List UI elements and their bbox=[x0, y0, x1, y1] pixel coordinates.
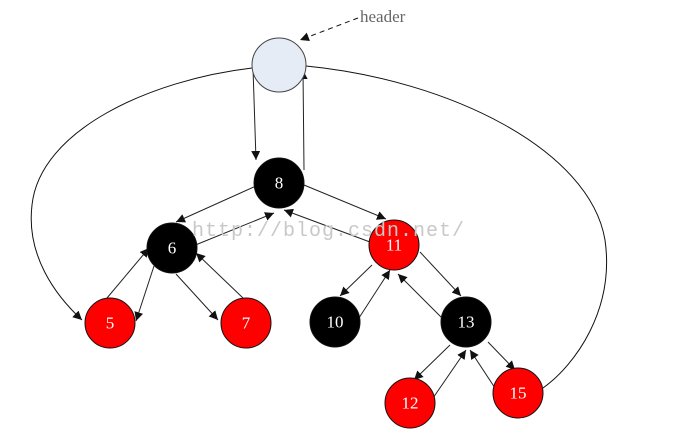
node-12: 12 bbox=[384, 377, 436, 429]
node-7: 7 bbox=[220, 297, 272, 349]
svg-text:15: 15 bbox=[510, 384, 527, 403]
node-15: 15 bbox=[492, 367, 544, 419]
svg-text:7: 7 bbox=[242, 314, 251, 333]
edge-13-to-11 bbox=[397, 273, 446, 322]
watermark-center: http://blog.csdn.net/ bbox=[192, 220, 465, 243]
node-13: 13 bbox=[440, 296, 492, 348]
edge-header-to-root bbox=[251, 67, 261, 161]
edge-13-to-12 bbox=[413, 344, 451, 381]
edge-11-to-10 bbox=[339, 264, 373, 297]
node-11: 11 bbox=[368, 219, 420, 271]
svg-text:13: 13 bbox=[458, 313, 475, 332]
svg-text:6: 6 bbox=[168, 239, 177, 258]
edge-10-to-11 bbox=[356, 269, 391, 322]
edge-11-to-13 bbox=[419, 251, 462, 297]
node-8: 8 bbox=[253, 157, 305, 209]
svg-text:11: 11 bbox=[386, 236, 402, 255]
edge-12-to-13 bbox=[432, 349, 467, 399]
edge-11-to-8 bbox=[283, 208, 371, 243]
watermark-corner: https://blog.csdn.net/CR7lmz bbox=[470, 415, 649, 431]
svg-text:5: 5 bbox=[106, 314, 115, 333]
header-label: header bbox=[360, 7, 406, 26]
header-node bbox=[251, 37, 307, 93]
edge-7-to-6 bbox=[195, 252, 244, 299]
edge-6-to-5 bbox=[134, 265, 155, 322]
header-pointer-arrow bbox=[299, 17, 359, 42]
edge-6-to-7 bbox=[175, 273, 219, 321]
node-6: 6 bbox=[146, 222, 198, 274]
svg-text:8: 8 bbox=[275, 174, 284, 193]
edge-root-to-header bbox=[298, 69, 308, 171]
edge-13-to-15 bbox=[487, 341, 516, 371]
node-10: 10 bbox=[309, 296, 361, 348]
node-5: 5 bbox=[84, 297, 136, 349]
edge-5-to-6 bbox=[106, 247, 150, 299]
edge-6-to-8 bbox=[192, 212, 275, 247]
edge-8-to-6 bbox=[175, 185, 257, 223]
svg-text:12: 12 bbox=[402, 394, 419, 413]
svg-text:10: 10 bbox=[327, 313, 344, 332]
edge-15-to-13 bbox=[469, 349, 496, 389]
leftmost-link bbox=[30, 67, 253, 321]
edge-8-to-11 bbox=[303, 184, 387, 220]
rightmost-link bbox=[305, 65, 607, 389]
